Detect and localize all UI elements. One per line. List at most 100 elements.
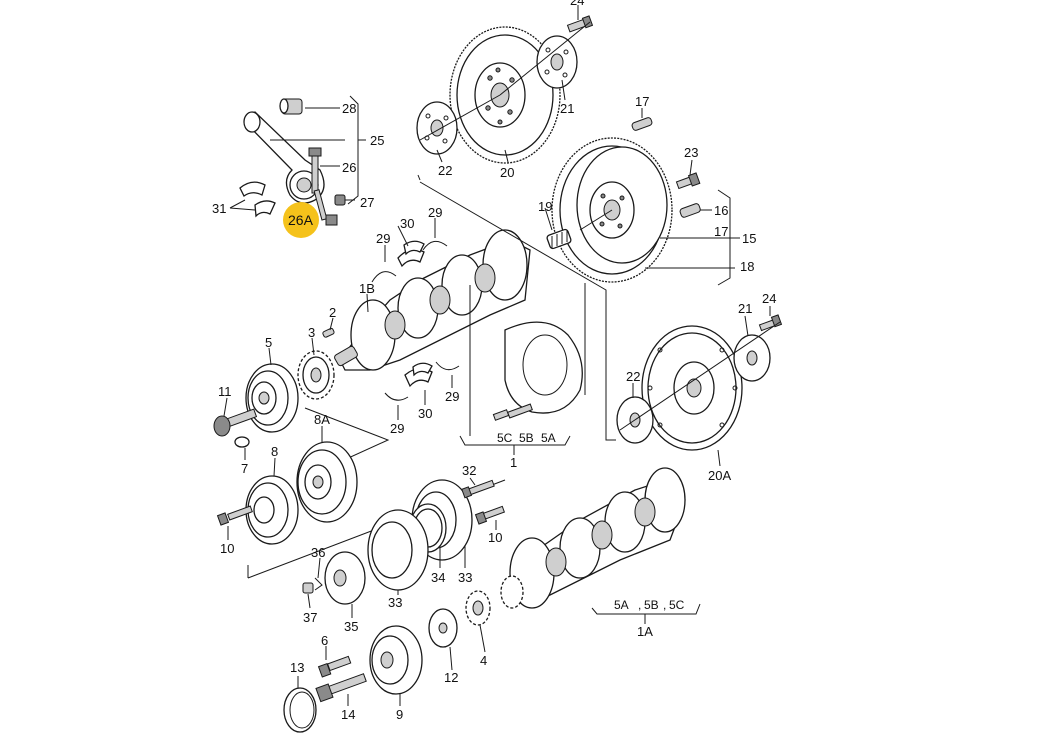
bushing-28 [279, 98, 303, 115]
label-26A: 26A [288, 212, 314, 228]
label-29-d: 29 [445, 389, 459, 404]
bolt-23 [675, 172, 701, 190]
thrust-washer-29-d [435, 361, 460, 371]
bolt-6 [317, 655, 352, 678]
washer-7 [234, 436, 250, 448]
label-35: 35 [344, 619, 358, 634]
highlight-26A: 26A [283, 202, 319, 238]
label-31: 31 [212, 201, 226, 216]
plate-21-right [733, 334, 771, 382]
label-19: 19 [538, 199, 552, 214]
label-20A: 20A [708, 468, 731, 483]
label-32: 32 [462, 463, 476, 478]
label-7: 7 [241, 461, 248, 476]
label-4: 4 [480, 653, 487, 668]
bolt-26A [313, 189, 338, 226]
label-18: 18 [740, 259, 754, 274]
label-24-top: 24 [570, 0, 584, 8]
thrust-washer-29-a [371, 271, 397, 283]
sprocket-crank-1A [500, 575, 524, 609]
bearing-shells-31 [239, 181, 276, 218]
nut-37 [302, 582, 314, 594]
label-1A: 1A [637, 624, 653, 639]
thrust-washer-29-b [422, 240, 448, 251]
hub-35 [324, 551, 366, 605]
label-23: 23 [684, 145, 698, 160]
label-11: 11 [218, 384, 232, 399]
needle-bearing-19 [546, 228, 572, 250]
label-5A: 5A [541, 431, 556, 445]
label-8A: 8A [314, 412, 330, 427]
nut-27 [334, 194, 346, 206]
label-21-right: 21 [738, 301, 752, 316]
label-10-left: 10 [220, 541, 234, 556]
label-5: 5 [265, 335, 272, 350]
plate-12 [428, 608, 458, 648]
label-2: 2 [329, 305, 336, 320]
label-5B: 5B [519, 431, 534, 445]
label-5C-b: 5C [669, 598, 685, 612]
bolt-10-mid [474, 505, 506, 525]
plate-5A [504, 321, 583, 414]
label-37: 37 [303, 610, 317, 625]
label-28: 28 [342, 101, 356, 116]
bolt-24-top [566, 15, 594, 33]
sprocket-4 [465, 590, 491, 626]
label-comma-2: , [663, 598, 666, 612]
label-25: 25 [370, 133, 384, 148]
label-9: 9 [396, 707, 403, 722]
label-5B-b: 5B [644, 598, 659, 612]
bolt-32 [461, 479, 495, 499]
plate-22-top [416, 101, 458, 155]
label-29-c: 29 [390, 421, 404, 436]
bolt-10-left [216, 505, 253, 526]
label-22-top: 22 [438, 163, 452, 178]
crankshaft-1B [334, 229, 531, 371]
pulley-5 [245, 363, 299, 433]
bolt-14 [315, 673, 367, 703]
label-27: 27 [360, 195, 374, 210]
bolt-24-right [758, 314, 783, 332]
label-12: 12 [444, 670, 458, 685]
label-5C: 5C [497, 431, 513, 445]
label-comma-1: , [638, 598, 641, 612]
label-17-top: 17 [635, 94, 649, 109]
label-29-a: 29 [376, 231, 390, 246]
bushing-16 [679, 203, 701, 218]
bearing-shells-30-mid [404, 362, 433, 388]
label-20: 20 [500, 165, 514, 180]
label-17-mid: 17 [714, 224, 728, 239]
label-8: 8 [271, 444, 278, 459]
label-33-b: 33 [458, 570, 472, 585]
highlight-circle [283, 202, 319, 238]
label-21-top: 21 [560, 101, 574, 116]
pulley-8 [245, 475, 299, 545]
label-33-a: 33 [388, 595, 402, 610]
flex-plate-20A [641, 325, 743, 451]
label-3: 3 [308, 325, 315, 340]
label-30-top: 30 [400, 216, 414, 231]
pulley-9 [369, 625, 423, 695]
label-1: 1 [510, 455, 517, 470]
label-5A-b: 5A [614, 598, 629, 612]
cap-13 [283, 687, 317, 733]
label-24-right: 24 [762, 291, 776, 306]
part-labels: 24 21 22 20 17 23 16 17 15 18 19 28 25 2… [212, 0, 776, 722]
label-14: 14 [341, 707, 355, 722]
clip-36 [314, 577, 323, 591]
label-22-right: 22 [626, 369, 640, 384]
thrust-washer-29-c [384, 392, 409, 401]
plate-21-top [536, 35, 578, 89]
label-10-mid: 10 [488, 530, 502, 545]
label-26: 26 [342, 160, 356, 175]
key-2 [322, 327, 335, 338]
label-15: 15 [742, 231, 756, 246]
pulley-8A [296, 441, 358, 523]
crankshaft-1A [504, 467, 686, 609]
disc-33-bottom [367, 509, 429, 591]
leader-lines [223, 5, 771, 706]
pin-17-top [631, 117, 653, 131]
label-1B: 1B [359, 281, 375, 296]
flywheel-20 [449, 26, 561, 164]
